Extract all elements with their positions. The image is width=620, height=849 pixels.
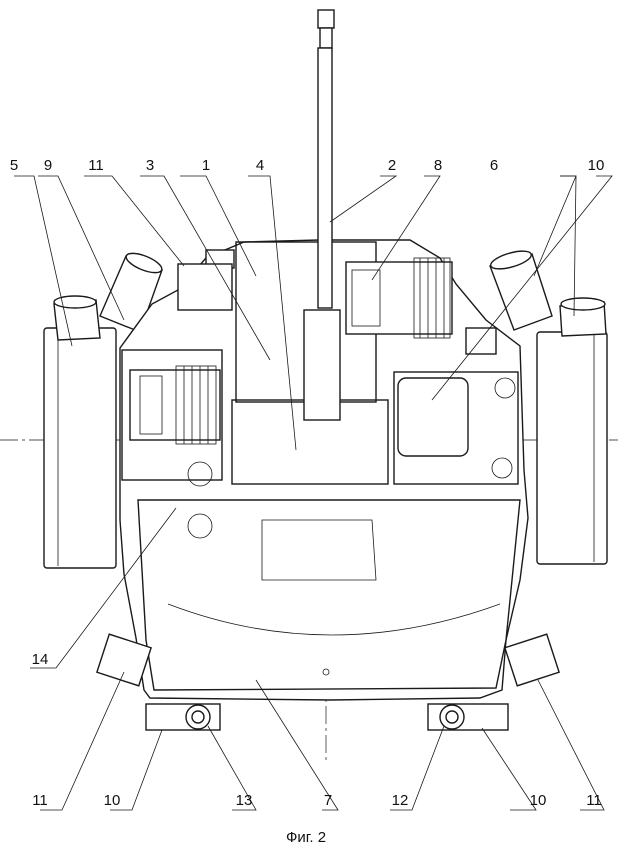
bottom-left-tow: [145, 703, 221, 731]
label-8: 8: [434, 157, 442, 174]
label-11-top: 11: [88, 157, 104, 174]
label-5: 5: [10, 157, 18, 174]
label-11-bottom-right: 11: [586, 792, 602, 809]
left-periscope-block: [177, 263, 233, 311]
left-fan-assembly: [129, 365, 221, 445]
label-14: 14: [32, 651, 49, 668]
unit-6-box: [397, 377, 469, 457]
label-12: 12: [392, 792, 409, 809]
right-launcher-tubes: [489, 250, 607, 337]
label-10-top: 10: [588, 157, 605, 174]
left-vent-box: [121, 349, 223, 481]
label-2: 2: [388, 157, 396, 174]
plate-hatch: [261, 519, 377, 581]
left-corner-light: [96, 633, 152, 687]
label-7: 7: [324, 792, 332, 809]
right-track: [536, 331, 608, 565]
leader-lines: [14, 175, 613, 811]
label-9: 9: [44, 157, 52, 174]
label-10-bottom-left: 10: [104, 792, 121, 809]
right-round-cap: [491, 457, 513, 479]
lower-plate: [137, 499, 521, 691]
center-bolt: [322, 668, 330, 676]
plate-arc: [167, 603, 501, 636]
right-fan-assembly: [345, 257, 453, 339]
label-13: 13: [236, 792, 253, 809]
figure-caption: Фиг. 2: [286, 829, 326, 846]
left-track: [43, 327, 117, 569]
right-top-cap: [494, 377, 516, 399]
right-corner-light: [504, 633, 560, 687]
right-small-box: [465, 327, 497, 355]
label-1: 1: [202, 157, 210, 174]
label-4: 4: [256, 157, 264, 174]
label-10-bottom-right: 10: [530, 792, 547, 809]
right-equipment-bay: [393, 371, 519, 485]
label-3: 3: [146, 157, 154, 174]
bottom-right-tow: [427, 703, 509, 731]
gun-barrel: [303, 9, 341, 421]
sight-ring: [187, 513, 213, 539]
label-6: 6: [490, 157, 498, 174]
left-round-hatch: [187, 461, 213, 487]
label-11-bottom-left: 11: [32, 792, 48, 809]
